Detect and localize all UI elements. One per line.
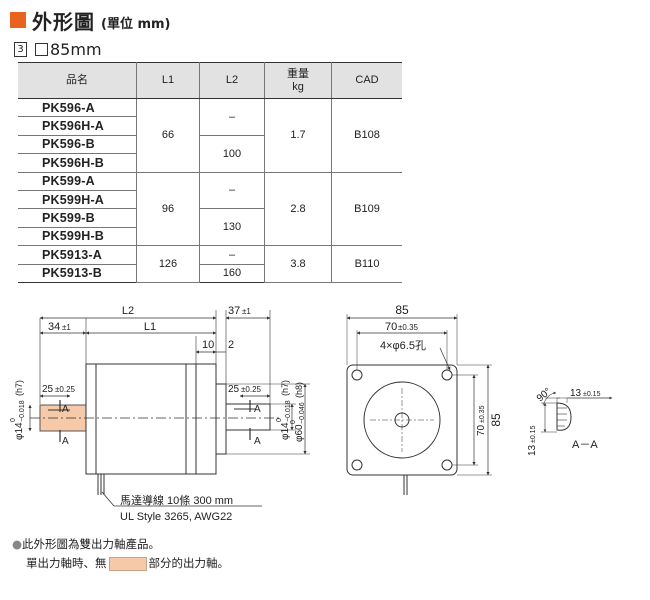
- svg-text:±0.15: ±0.15: [530, 425, 537, 443]
- cell-cad: B109: [331, 171, 402, 247]
- pilot-circle: [363, 381, 441, 459]
- unit-label: (單位 mm): [101, 16, 171, 32]
- dim-37: 37: [228, 305, 240, 317]
- cell-cad: B108: [331, 98, 402, 173]
- dim-34: 34: [48, 321, 60, 333]
- dim-25-left-tol: ±0.25: [55, 385, 76, 394]
- dim-70-vertical: 70 ±0.35: [476, 405, 487, 436]
- right-shaft-diameter: φ14 0 −0.018 (h7): [276, 380, 292, 440]
- svg-text:φ14: φ14: [14, 422, 25, 440]
- title-bar: 外形圖 (單位 mm): [10, 8, 171, 34]
- sec-a-label: A: [254, 404, 261, 415]
- svg-text:0: 0: [10, 418, 17, 422]
- cell-cad: B110: [331, 245, 402, 283]
- front-view: [346, 314, 492, 495]
- sec-a-label: A: [254, 436, 261, 447]
- svg-text:70: 70: [476, 424, 487, 436]
- front-view-labels: 85 70 ±0.35 4×φ6.5孔 85 70 ±0.35: [380, 303, 503, 436]
- cell-l1: 126: [136, 245, 200, 283]
- dim-70-tol: ±0.35: [398, 323, 419, 332]
- section-labels: 90° 13 ±0.15 13 ±0.15 A－A: [527, 386, 601, 456]
- dim-13-top-tol: ±0.15: [583, 391, 601, 398]
- sec-a-label: A: [62, 436, 69, 447]
- note-line-1: ●此外形圖為雙出力軸產品。: [12, 537, 161, 551]
- col-header-l2: L2: [199, 62, 265, 99]
- col-header-weight: 重量 kg: [264, 62, 332, 99]
- frame-size-row: 3 85mm: [14, 40, 102, 59]
- bullet-icon: ●: [12, 537, 23, 551]
- svg-text:0: 0: [290, 420, 297, 424]
- svg-text:(h7): (h7): [14, 380, 24, 396]
- frame-size: 85mm: [50, 40, 102, 59]
- side-view-labels: L2 L1 34 ±1 37 ±1 10 2 25 ±0.25 25 ±0.25…: [10, 305, 306, 523]
- col-header-cad: CAD: [331, 62, 402, 99]
- svg-text:φ14: φ14: [280, 422, 291, 440]
- pilot-boss: [215, 383, 227, 455]
- table-row-model: PK5913-B: [18, 263, 137, 283]
- table-row-model: PK599H-A: [18, 189, 137, 210]
- cell-l2: 160: [199, 263, 265, 283]
- dim-10: 10: [202, 339, 214, 351]
- svg-text:0: 0: [276, 418, 283, 422]
- mount-hole: [351, 459, 363, 471]
- side-view: [28, 310, 310, 507]
- table-row-model: PK596-B: [18, 134, 137, 155]
- cell-l2: –: [199, 171, 265, 210]
- cell-weight: 1.7: [264, 98, 332, 173]
- section-view: [541, 391, 613, 433]
- lead-wire-label: 馬達導線 10條 300 mm: [120, 493, 233, 507]
- svg-text:13: 13: [527, 444, 538, 456]
- square-icon: [35, 43, 48, 56]
- dim-37-tol: ±1: [242, 307, 251, 316]
- dim-13-vertical: 13 ±0.15: [527, 425, 538, 456]
- svg-text:±0.35: ±0.35: [479, 405, 486, 423]
- dim-70: 70: [385, 321, 397, 333]
- cell-l2: 100: [199, 134, 265, 173]
- cell-weight: 3.8: [264, 245, 332, 283]
- title-marker-icon: [10, 12, 26, 28]
- dim-85: 85: [395, 303, 409, 317]
- rear-shaft: [225, 403, 271, 431]
- angle-90: 90°: [535, 386, 554, 404]
- section-title: A－A: [572, 439, 598, 451]
- col-header-l1: L1: [136, 62, 200, 99]
- page-title: 外形圖: [32, 9, 95, 34]
- frame-number: 3: [14, 42, 27, 57]
- svg-text:(h8): (h8): [294, 382, 304, 398]
- svg-text:φ60: φ60: [294, 424, 305, 442]
- dim-34-tol: ±1: [62, 323, 71, 332]
- dim-85-vertical: 85: [489, 413, 503, 427]
- motor-body: [85, 363, 197, 475]
- shaft-color-swatch: [108, 556, 147, 571]
- cell-l2: –: [199, 98, 265, 136]
- pilot-diameter: φ60 0 −0.046 (h8): [290, 382, 306, 442]
- sec-a-label: A: [62, 404, 69, 415]
- cell-l1: 96: [136, 171, 200, 247]
- dim-25-right-tol: ±0.25: [241, 385, 262, 394]
- cell-weight: 2.8: [264, 171, 332, 247]
- lead-wire-spec: UL Style 3265, AWG22: [120, 511, 232, 523]
- note-line-2: 單出力軸時、無部分的出力軸。: [26, 556, 229, 571]
- hole-label: 4×φ6.5孔: [380, 339, 426, 352]
- col-header-model: 品名: [18, 62, 137, 99]
- spec-table: 品名 L1 L2 重量 kg CAD PK596-A 66 – 1.7 B108…: [18, 62, 402, 283]
- dim-2: 2: [228, 339, 234, 351]
- dim-25-right: 25: [228, 384, 240, 395]
- section-profile: [556, 402, 572, 431]
- dim-l2: L2: [122, 305, 134, 317]
- table-row-model: PK599-A: [18, 171, 137, 191]
- table-row-model: PK599H-B: [18, 226, 137, 247]
- svg-text:−0.046: −0.046: [299, 402, 306, 424]
- cell-l2: 130: [199, 208, 265, 247]
- dim-25-left: 25: [42, 384, 54, 395]
- flange: [195, 363, 217, 475]
- svg-text:(h7): (h7): [280, 380, 290, 396]
- dim-l1: L1: [144, 321, 156, 333]
- dim-13-top: 13: [570, 388, 582, 399]
- left-shaft-diameter: φ14 0 −0.018 (h7): [10, 380, 26, 440]
- svg-text:−0.018: −0.018: [19, 400, 26, 422]
- svg-text:−0.018: −0.018: [285, 400, 292, 422]
